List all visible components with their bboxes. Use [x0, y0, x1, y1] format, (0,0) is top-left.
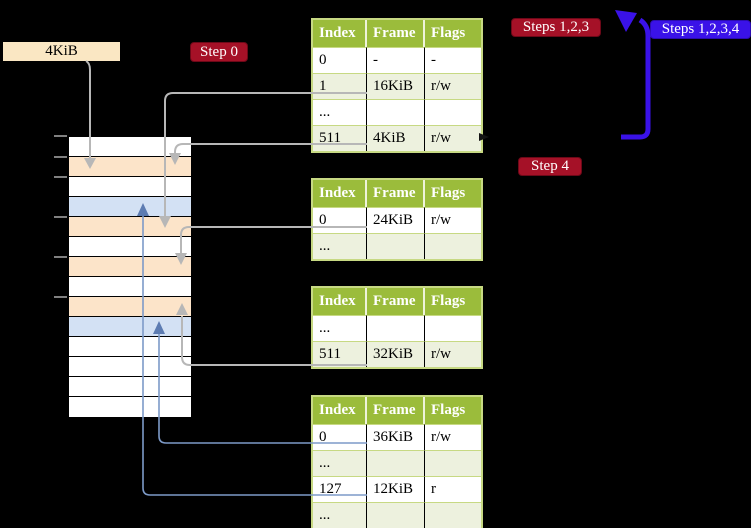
cell-flags: r/w	[425, 341, 481, 367]
physical-memory-strip	[68, 136, 192, 418]
column-header-frame: Frame	[367, 288, 425, 315]
cell-frame	[367, 315, 425, 341]
cell-frame: 36KiB	[367, 424, 425, 450]
cell-frame: -	[367, 47, 425, 73]
steps1234-badge: Steps 1,2,3,4	[650, 20, 751, 39]
memory-row-white	[69, 397, 191, 417]
cell-frame	[367, 233, 425, 259]
cell-frame	[367, 502, 425, 528]
table-row: ...	[313, 502, 481, 528]
column-header-flags: Flags	[425, 397, 481, 424]
column-header-flags: Flags	[425, 288, 481, 315]
cell-index: ...	[313, 315, 367, 341]
cell-flags: -	[425, 47, 481, 73]
cell-index: 0	[313, 424, 367, 450]
cell-frame: 32KiB	[367, 341, 425, 367]
tick-mark	[54, 135, 67, 137]
memory-row-white	[69, 377, 191, 397]
cell-flags	[425, 502, 481, 528]
column-header-frame: Frame	[367, 397, 425, 424]
tick-mark	[54, 256, 67, 258]
column-header-index: Index	[313, 288, 367, 315]
memory-row-white	[69, 337, 191, 357]
cell-flags: r/w	[425, 125, 481, 151]
step4-badge: Step 4	[518, 157, 582, 176]
cell-index: 0	[313, 207, 367, 233]
table-row: ...	[313, 315, 481, 341]
column-header-flags: Flags	[425, 180, 481, 207]
column-header-index: Index	[313, 20, 367, 47]
cell-index: 0	[313, 47, 367, 73]
cell-flags: r/w	[425, 73, 481, 99]
memory-row-white	[69, 357, 191, 377]
cell-frame: 12KiB	[367, 476, 425, 502]
tick-mark	[54, 156, 67, 158]
memory-row-orange	[69, 217, 191, 237]
table-row: ...	[313, 450, 481, 476]
tick-mark	[54, 216, 67, 218]
cell-frame: 16KiB	[367, 73, 425, 99]
memory-row-white	[69, 277, 191, 297]
memory-row-orange	[69, 157, 191, 177]
steps1234-loop-arrowhead	[615, 10, 637, 32]
frame-size-label: 4KiB	[3, 42, 120, 61]
table-row: 0--	[313, 47, 481, 73]
memory-row-blue	[69, 317, 191, 337]
cell-frame: 4KiB	[367, 125, 425, 151]
tick-mark	[54, 176, 67, 178]
cell-index: ...	[313, 233, 367, 259]
memory-row-white	[69, 137, 191, 157]
tick-mark	[54, 296, 67, 298]
cell-flags: r/w	[425, 207, 481, 233]
cell-index: ...	[313, 502, 367, 528]
cell-frame	[367, 99, 425, 125]
cell-frame	[367, 450, 425, 476]
steps123-badge: Steps 1,2,3	[511, 18, 601, 37]
column-header-frame: Frame	[367, 20, 425, 47]
cell-flags	[425, 315, 481, 341]
cell-flags: r	[425, 476, 481, 502]
memory-row-orange	[69, 257, 191, 277]
memory-row-white	[69, 177, 191, 197]
cell-flags	[425, 233, 481, 259]
step0-badge: Step 0	[190, 42, 248, 62]
cell-flags: r/w	[425, 424, 481, 450]
table-row: ...	[313, 233, 481, 259]
cell-index: 511	[313, 125, 367, 151]
cell-frame: 24KiB	[367, 207, 425, 233]
cell-index: ...	[313, 450, 367, 476]
column-header-index: Index	[313, 180, 367, 207]
memory-row-orange	[69, 297, 191, 317]
cell-index: 511	[313, 341, 367, 367]
cell-flags	[425, 99, 481, 125]
column-header-index: Index	[313, 397, 367, 424]
column-header-frame: Frame	[367, 180, 425, 207]
table-row: ...	[313, 99, 481, 125]
cell-flags	[425, 450, 481, 476]
column-header-flags: Flags	[425, 20, 481, 47]
cell-index: 127	[313, 476, 367, 502]
memory-row-blue	[69, 197, 191, 217]
cell-index: 1	[313, 73, 367, 99]
memory-row-white	[69, 237, 191, 257]
cell-index: ...	[313, 99, 367, 125]
steps1234-loop-arrow	[621, 17, 651, 140]
